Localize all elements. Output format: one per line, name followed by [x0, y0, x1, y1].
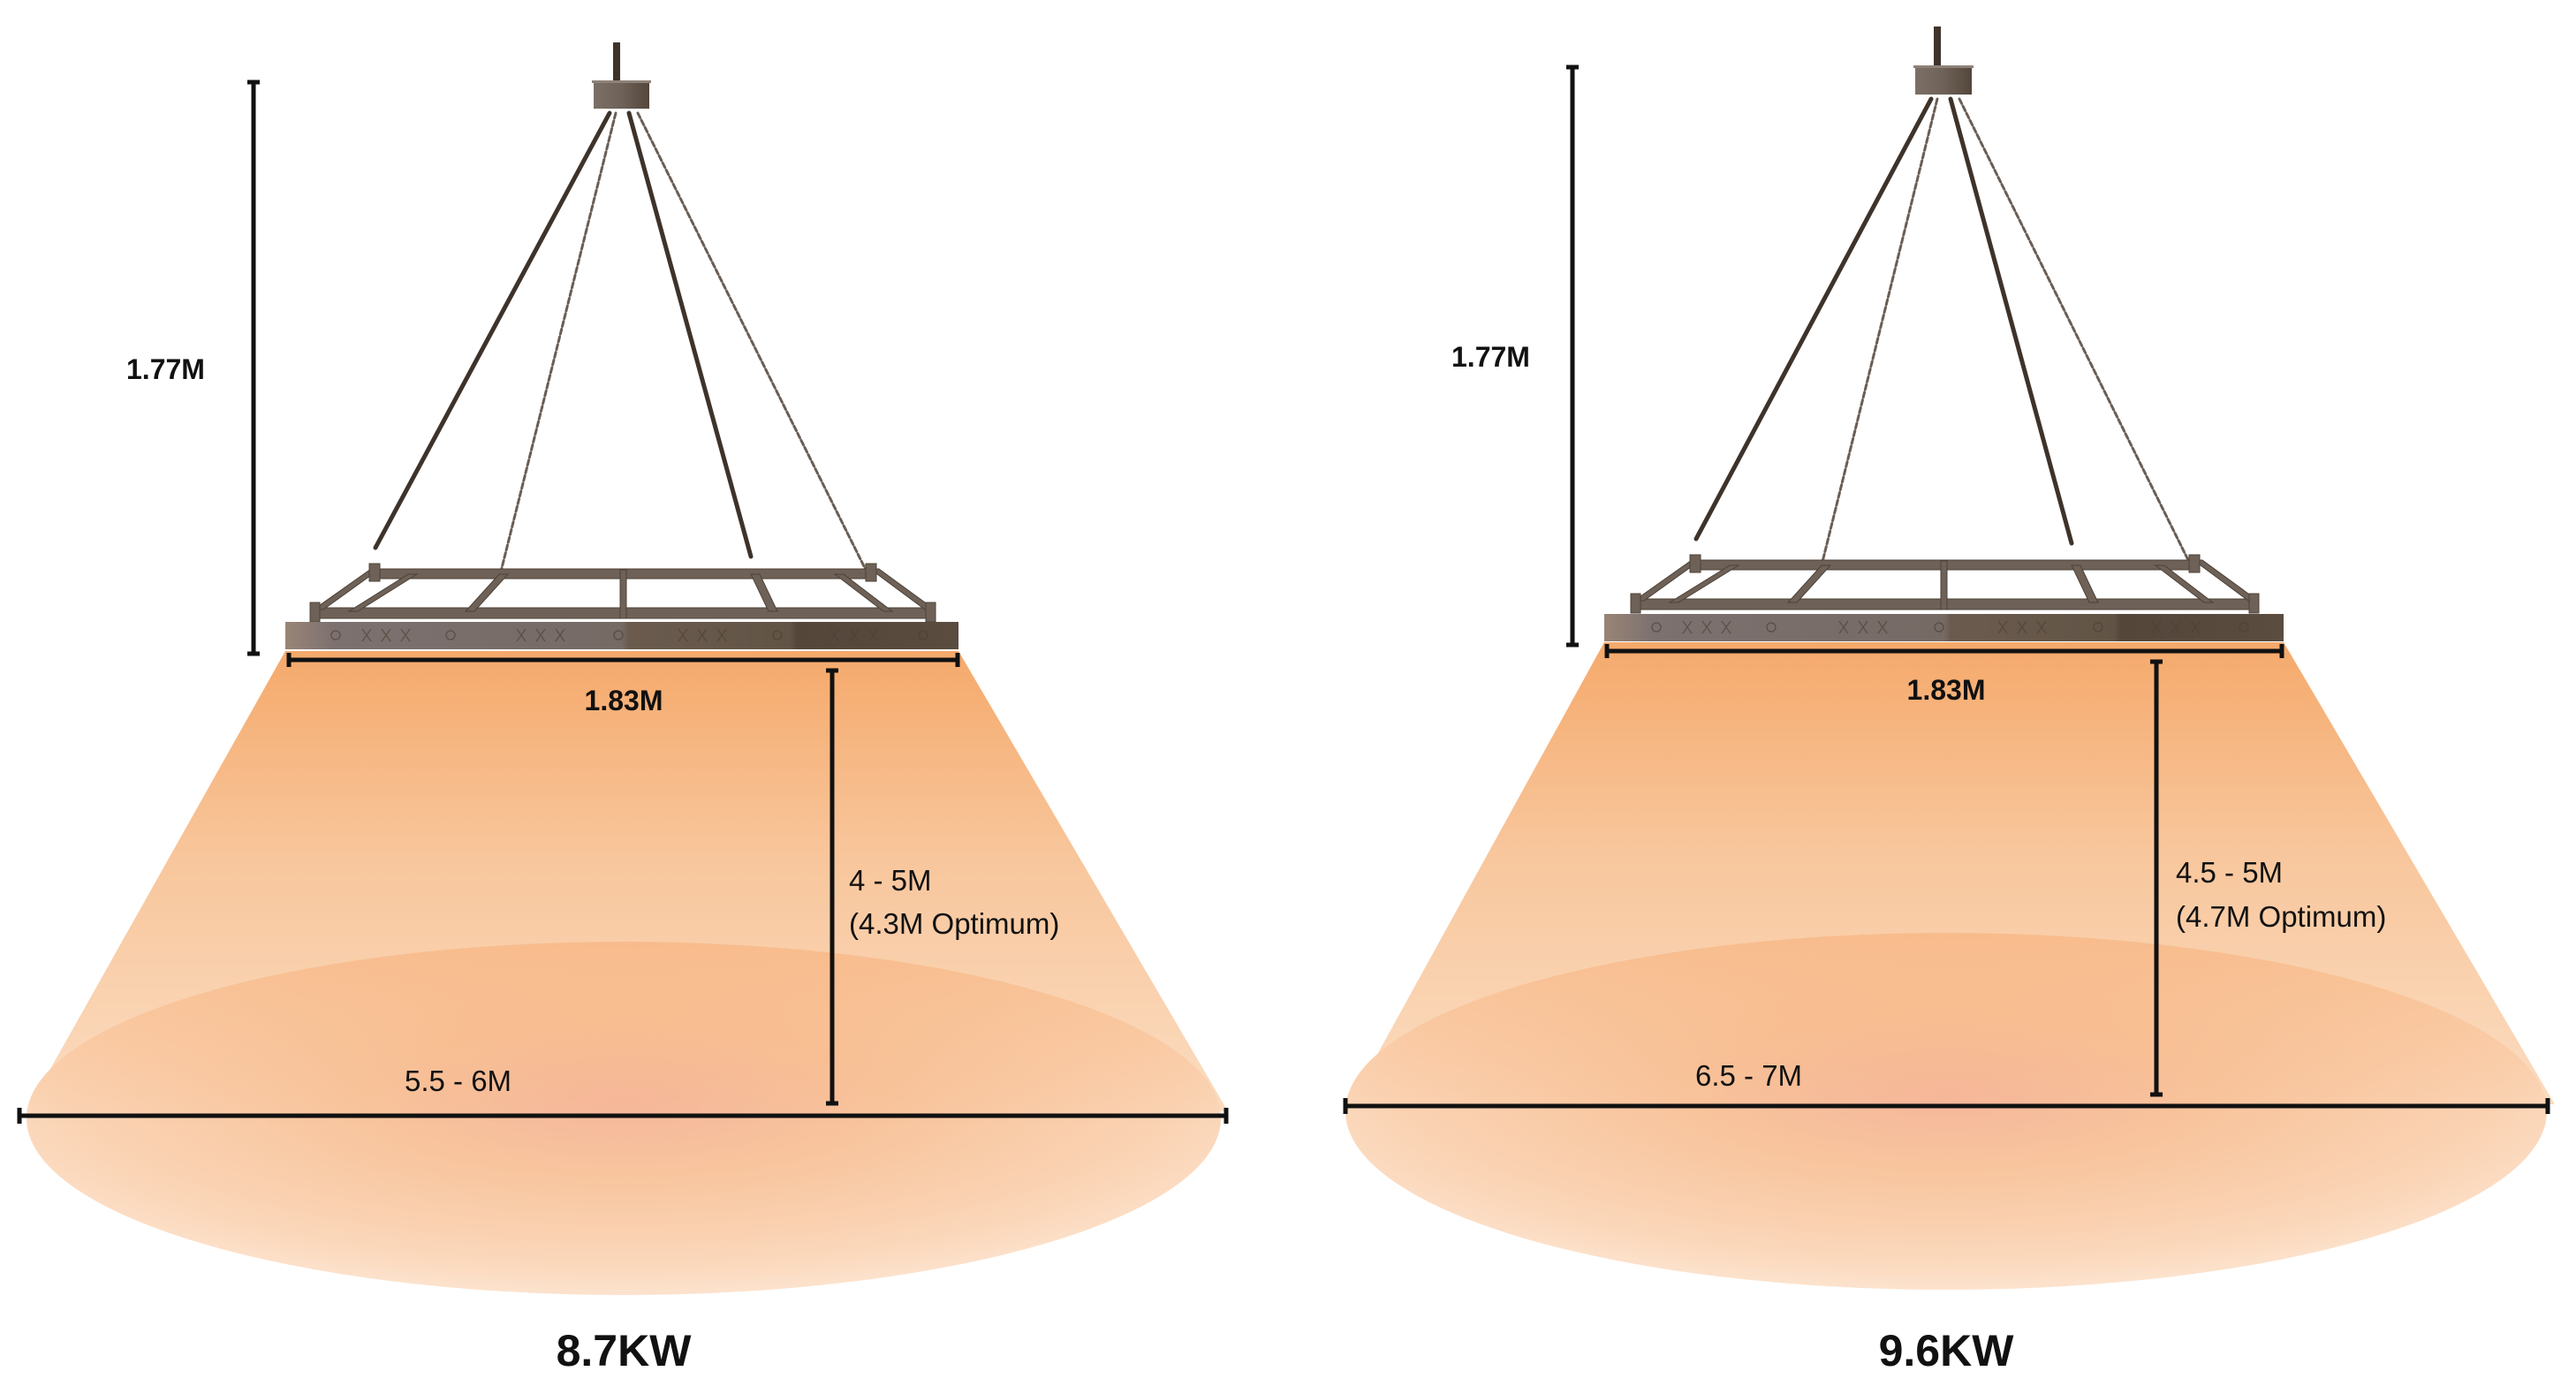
heater-frame: [1630, 554, 2260, 614]
coverage-diameter-label: 5.5 - 6M: [405, 1064, 512, 1097]
heater-frame: [309, 563, 936, 623]
heater-unit-2: [1343, 27, 2555, 1290]
mounting-height-label: 4.5 - 5M: [2176, 856, 2284, 889]
coverage-diameter-label: 6.5 - 7M: [1695, 1059, 1803, 1092]
mounting-height-label: 4 - 5M: [849, 864, 932, 897]
panel-ornament: [330, 628, 928, 642]
dimension-lines: [17, 80, 1229, 1124]
heater-width-label: 1.83M: [1906, 674, 1986, 706]
heater-unit-1: [17, 42, 1229, 1295]
suspension-height-label: 1.77M: [1451, 341, 1530, 373]
power-rating-label: 9.6KW: [1878, 1326, 2014, 1375]
power-rating-label: 8.7KW: [556, 1326, 692, 1375]
heater-panel: [285, 622, 958, 649]
heater-width-label: 1.83M: [584, 685, 663, 716]
dimension-lines: [1343, 64, 2550, 1114]
hanging-hub: [594, 81, 649, 109]
mounting-optimum-label: (4.7M Optimum): [2176, 900, 2387, 933]
ceiling-rod: [1934, 27, 1941, 67]
mounting-optimum-label: (4.3M Optimum): [849, 907, 1060, 940]
suspension-chains: [373, 110, 872, 580]
ceiling-rod: [613, 42, 620, 83]
suspension-height-label: 1.77M: [126, 353, 205, 385]
suspension-chains: [1693, 96, 2193, 567]
panel-ornament: [1651, 620, 2249, 634]
hanging-hub: [1915, 66, 1972, 95]
